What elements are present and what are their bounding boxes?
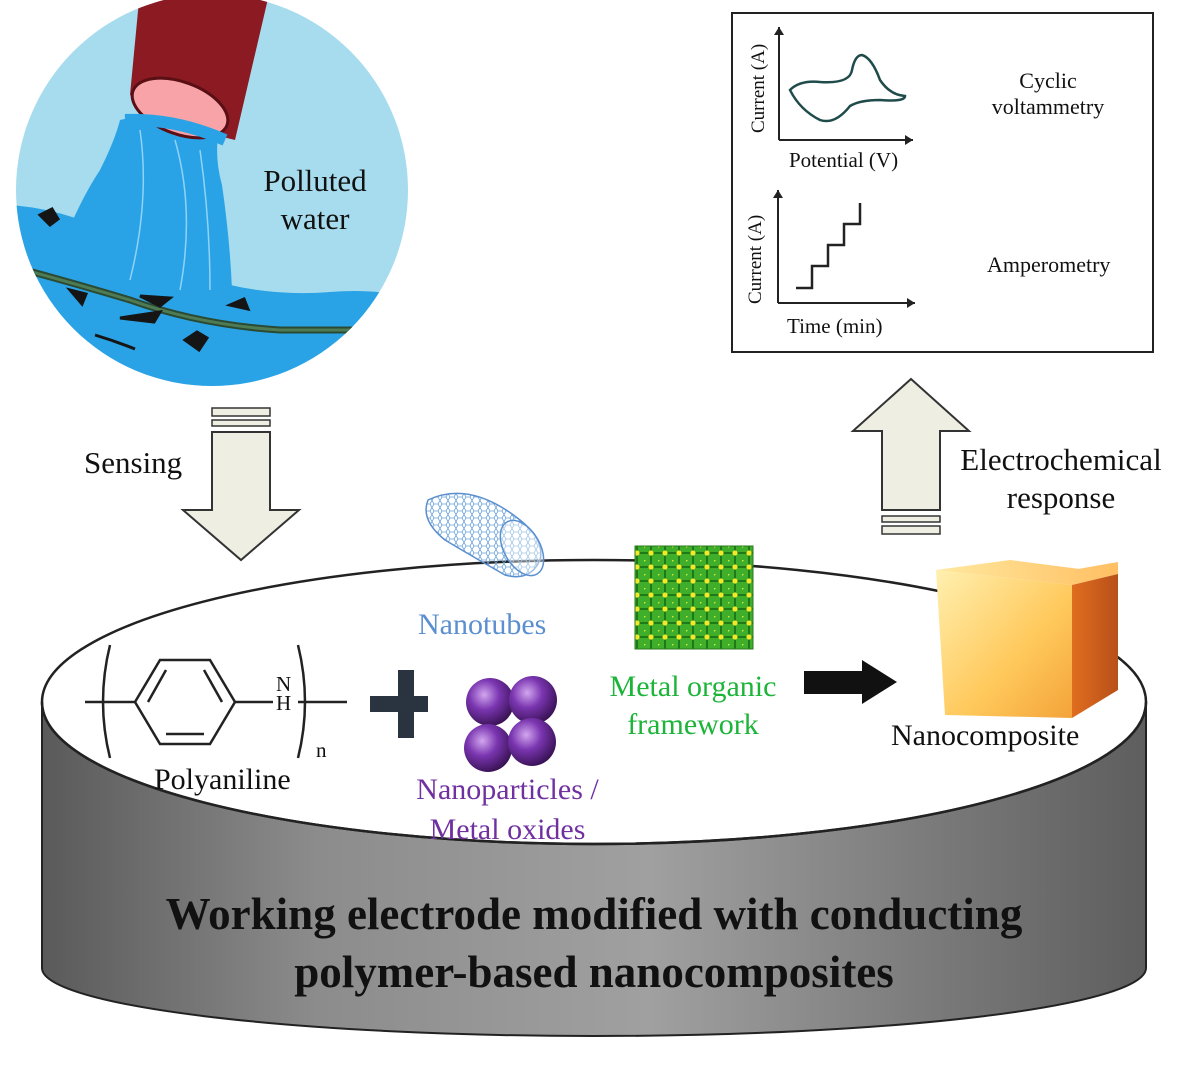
response-arrow [850,377,972,535]
mof-line2: framework [627,708,759,741]
cv-curve [788,53,907,123]
mof-label: Metal organic framework [588,670,798,742]
sensing-arrow [180,407,302,562]
nanoparticles-illustration [464,676,557,772]
electrochemical-response-label: Electrochemical response [947,442,1175,516]
sensing-label: Sensing [84,445,183,480]
mof-line1: Metal organic [609,670,777,703]
cv-ylabel: Current (A) [748,43,769,133]
electrode-title-line2: polymer-based nanocomposites [294,947,894,997]
combine-arrow [804,660,897,704]
plus-sign [370,670,428,738]
polluted-water-label: Polluted water [250,163,380,237]
pani-h-atom: H [276,691,292,715]
pani-subscript: n [316,738,327,762]
nanoparticles-line2: Metal oxides [429,813,586,846]
nanotubes-label: Nanotubes [418,608,547,641]
polyaniline-structure [85,644,347,759]
nanoparticles-label: Nanoparticles / Metal oxides [395,773,620,847]
nanotube-illustration [425,492,545,578]
cv-name: Cyclic voltammetry [968,68,1128,120]
amp-ylabel: Current (A) [745,214,766,304]
nanocomposite-label: Nanocomposite [891,719,1080,752]
polluted-water-line2: water [280,201,350,236]
amperometry-steps [796,203,862,290]
cv-name-line2: voltammetry [991,94,1105,119]
polluted-water-line1: Polluted [263,163,367,198]
cv-xlabel: Potential (V) [789,148,899,172]
electrode-title-line1: Working electrode modified with conducti… [165,889,1023,939]
working-electrode [40,558,1148,1037]
cv-name-line1: Cyclic [1019,68,1077,93]
electrochemical-line1: Electrochemical [960,442,1162,477]
plots-box [731,12,1154,353]
amp-name: Amperometry [987,252,1111,277]
nanoparticles-line1: Nanoparticles / [416,773,599,806]
polyaniline-label: Polyaniline [154,763,291,796]
electrode-title: Working electrode modified with conducti… [42,888,1146,998]
nanocomposite-cube [936,560,1118,718]
electrochemical-line2: response [1006,480,1116,515]
mof-illustration [634,545,754,650]
pani-n-atom: N [276,672,292,696]
amp-xlabel: Time (min) [787,314,883,338]
